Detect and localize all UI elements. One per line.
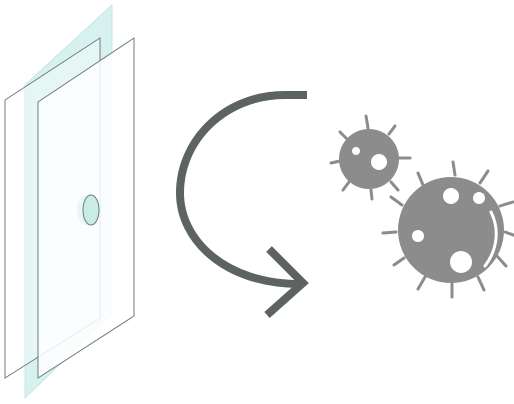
virus-large-icon (383, 162, 514, 297)
pore-icon (77, 195, 99, 225)
virus-small-icon (331, 116, 410, 199)
filter-membrane-icon (5, 5, 134, 398)
curved-arrow-icon (180, 95, 307, 315)
